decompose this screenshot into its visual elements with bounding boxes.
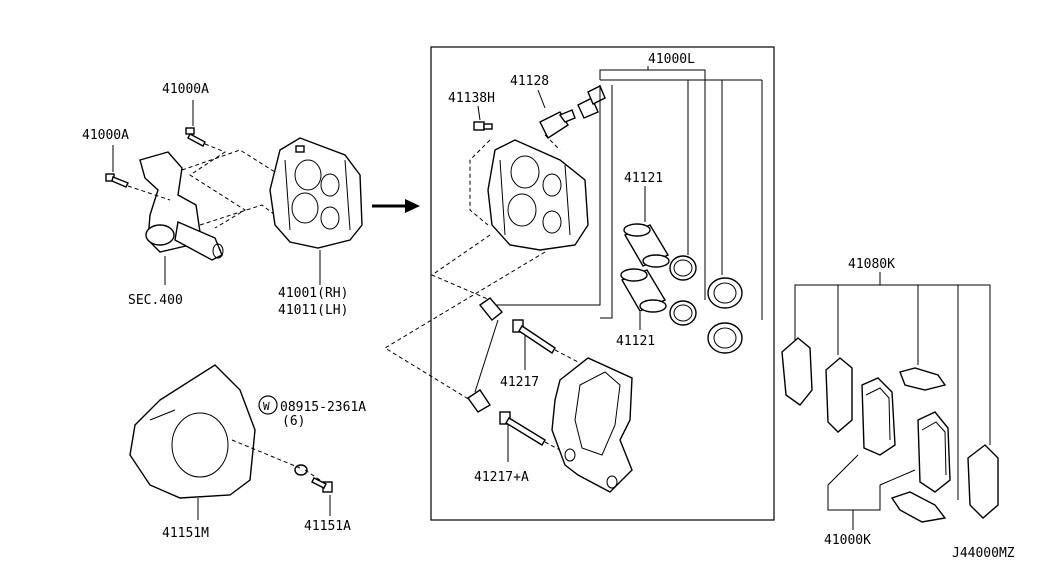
label-41001: 41001(RH) [278,286,348,301]
inner-caliper [487,139,589,251]
pad-clip-bottom [890,491,947,523]
diagram-id: J44000MZ [952,546,1015,561]
label-41151M: 41151M [162,526,209,541]
slide-pin-41217A [499,411,546,446]
bolt-41000A-left [105,173,129,188]
piston-top [623,223,670,268]
bolt-41151A [311,477,333,493]
label-41121-top: 41121 [624,171,663,186]
label-41151A: 41151A [304,519,351,534]
label-41000A-top: 41000A [162,82,209,97]
piston-seal-2 [669,300,697,326]
slide-bushing-top [478,297,504,321]
label-41138H: 41138H [448,91,495,106]
label-w: W [263,400,270,413]
arrow-right-icon [372,199,420,213]
piston-seal-1 [669,255,697,281]
label-41000L: 41000L [648,52,695,67]
bolt-41000A-top [185,127,206,147]
slide-bushing-bottom [467,389,491,413]
label-41011: 41011(LH) [278,303,348,318]
caliper-bracket [551,357,633,493]
anti-squeal-shim-3 [967,444,999,519]
label-41121-bottom: 41121 [616,334,655,349]
label-41080K: 41080K [848,257,895,272]
piston-bottom [620,268,667,313]
dust-boot-1 [707,277,743,309]
dust-shield-41151M [129,364,256,499]
label-41128: 41128 [510,74,549,89]
label-41000K: 41000K [824,533,871,548]
steering-knuckle [139,151,224,261]
caliper-kit-frame [430,46,775,521]
caliper-assembly [269,137,363,249]
washer-circle-w: W [258,395,278,415]
anti-squeal-shim-1 [781,337,813,406]
dust-boot-2 [707,322,743,354]
label-sec400: SEC.400 [128,293,183,308]
pad-clip-top [899,367,947,391]
slide-pin-41217 [512,319,556,354]
bleeder-screw [539,109,576,140]
brake-pad-2 [917,411,951,493]
label-41217: 41217 [500,375,539,390]
bleeder-cap [473,121,493,131]
anti-squeal-shim-2 [825,357,853,433]
seal-top [577,85,606,119]
label-41217A: 41217+A [474,470,529,485]
label-08915-qty: (6) [282,414,305,429]
label-08915: 08915-2361A [280,400,366,415]
label-41000A-left: 41000A [82,128,129,143]
brake-pad-1 [861,377,896,456]
